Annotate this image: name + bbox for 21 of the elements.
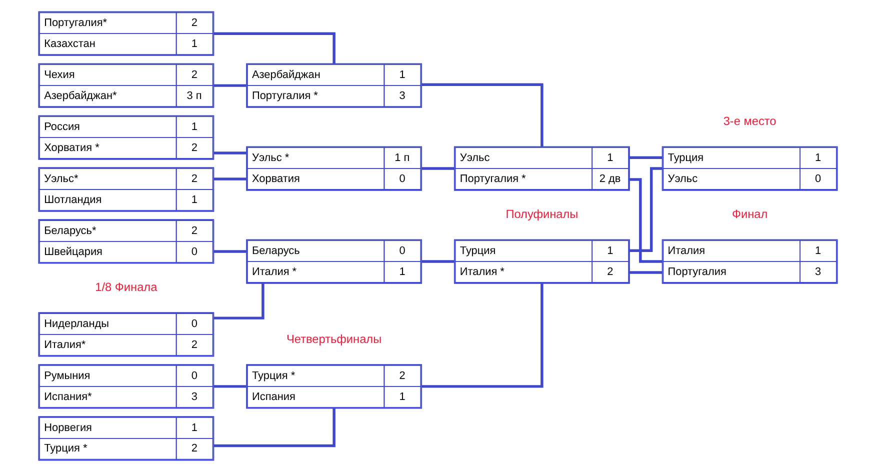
connector — [421, 284, 543, 388]
label: Финал — [731, 207, 768, 222]
connector — [628, 167, 662, 252]
label: 3-е место — [722, 114, 776, 128]
connector — [213, 250, 246, 253]
connector — [421, 83, 543, 146]
connector — [213, 32, 335, 64]
label: 1/8 Финала — [94, 280, 157, 294]
connector — [213, 152, 246, 154]
connector — [629, 271, 662, 274]
connector — [213, 178, 246, 180]
connector — [213, 84, 246, 87]
connector — [629, 156, 662, 159]
label: Четвертьфиналы — [286, 332, 382, 346]
connector — [629, 178, 662, 263]
connector — [213, 408, 335, 448]
connector — [213, 284, 264, 320]
connector — [421, 260, 454, 263]
label: Полуфиналы — [505, 207, 578, 222]
connector — [421, 167, 454, 170]
connector — [213, 385, 246, 388]
